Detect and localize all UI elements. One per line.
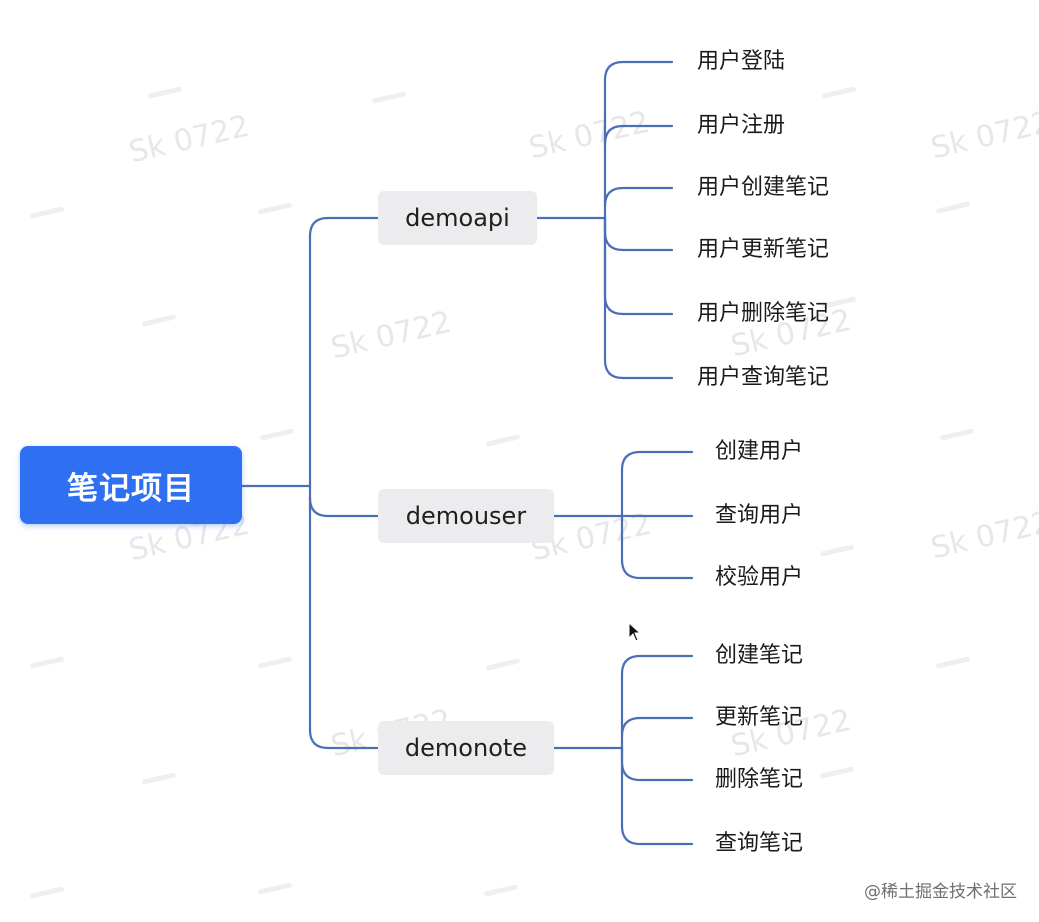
- leaf-node-demoapi-5[interactable]: 用户删除笔记: [697, 301, 830, 326]
- leaf-node-demouser-3[interactable]: 校验用户: [715, 565, 804, 590]
- leaf-node-demoapi-6[interactable]: 用户查询笔记: [697, 365, 830, 390]
- leaf-node-demonote-4[interactable]: 查询笔记: [715, 831, 804, 856]
- connector-demoapi-leaf-4: [603, 216, 674, 252]
- connector-trunk-demouser: [308, 484, 380, 518]
- branch-node-label: demonote: [404, 734, 528, 762]
- leaf-node-demoapi-3[interactable]: 用户创建笔记: [697, 175, 830, 200]
- branch-node-demonote[interactable]: demonote: [378, 721, 554, 775]
- connector-demonote-leaf-1: [620, 654, 694, 750]
- leaf-node-demoapi-1[interactable]: 用户登陆: [697, 49, 786, 74]
- leaf-node-demouser-1[interactable]: 创建用户: [715, 439, 804, 464]
- connector-demoapi-leaf-2: [603, 124, 674, 146]
- leaf-node-demonote-1[interactable]: 创建笔记: [715, 643, 804, 668]
- leaf-node-demoapi-4[interactable]: 用户更新笔记: [697, 237, 830, 262]
- leaf-node-demouser-2[interactable]: 查询用户: [715, 503, 804, 528]
- leaf-node-demonote-3[interactable]: 删除笔记: [715, 767, 804, 792]
- connector-demoapi-leaf-1: [603, 60, 674, 220]
- connector-demoapi-leaf-5: [603, 216, 674, 316]
- branch-node-demoapi[interactable]: demoapi: [378, 191, 537, 245]
- branch-node-label: demouser: [405, 502, 527, 530]
- leaf-node-demonote-2[interactable]: 更新笔记: [715, 705, 804, 730]
- connector-demouser-leaf-3: [620, 514, 694, 580]
- connector-demoapi-leaf-3: [603, 186, 674, 208]
- leaf-node-demoapi-2[interactable]: 用户注册: [697, 113, 786, 138]
- connector-demonote-leaf-2: [620, 716, 694, 738]
- root-node[interactable]: 笔记项目: [20, 446, 242, 524]
- connector-trunk-demoapi: [308, 216, 380, 488]
- source-credit: @稀土掘金技术社区: [864, 882, 1017, 902]
- connector-trunk-demonote: [308, 496, 380, 750]
- connector-demouser-leaf-1: [620, 450, 694, 518]
- connector-demonote-leaf-3: [620, 746, 694, 782]
- mouse-pointer-icon: [628, 622, 642, 642]
- branch-node-demouser[interactable]: demouser: [378, 489, 554, 543]
- connector-demoapi-leaf-6: [603, 216, 674, 380]
- connector-demonote-leaf-4: [620, 746, 694, 846]
- branch-node-label: demoapi: [405, 204, 510, 232]
- root-node-label: 笔记项目: [67, 470, 195, 507]
